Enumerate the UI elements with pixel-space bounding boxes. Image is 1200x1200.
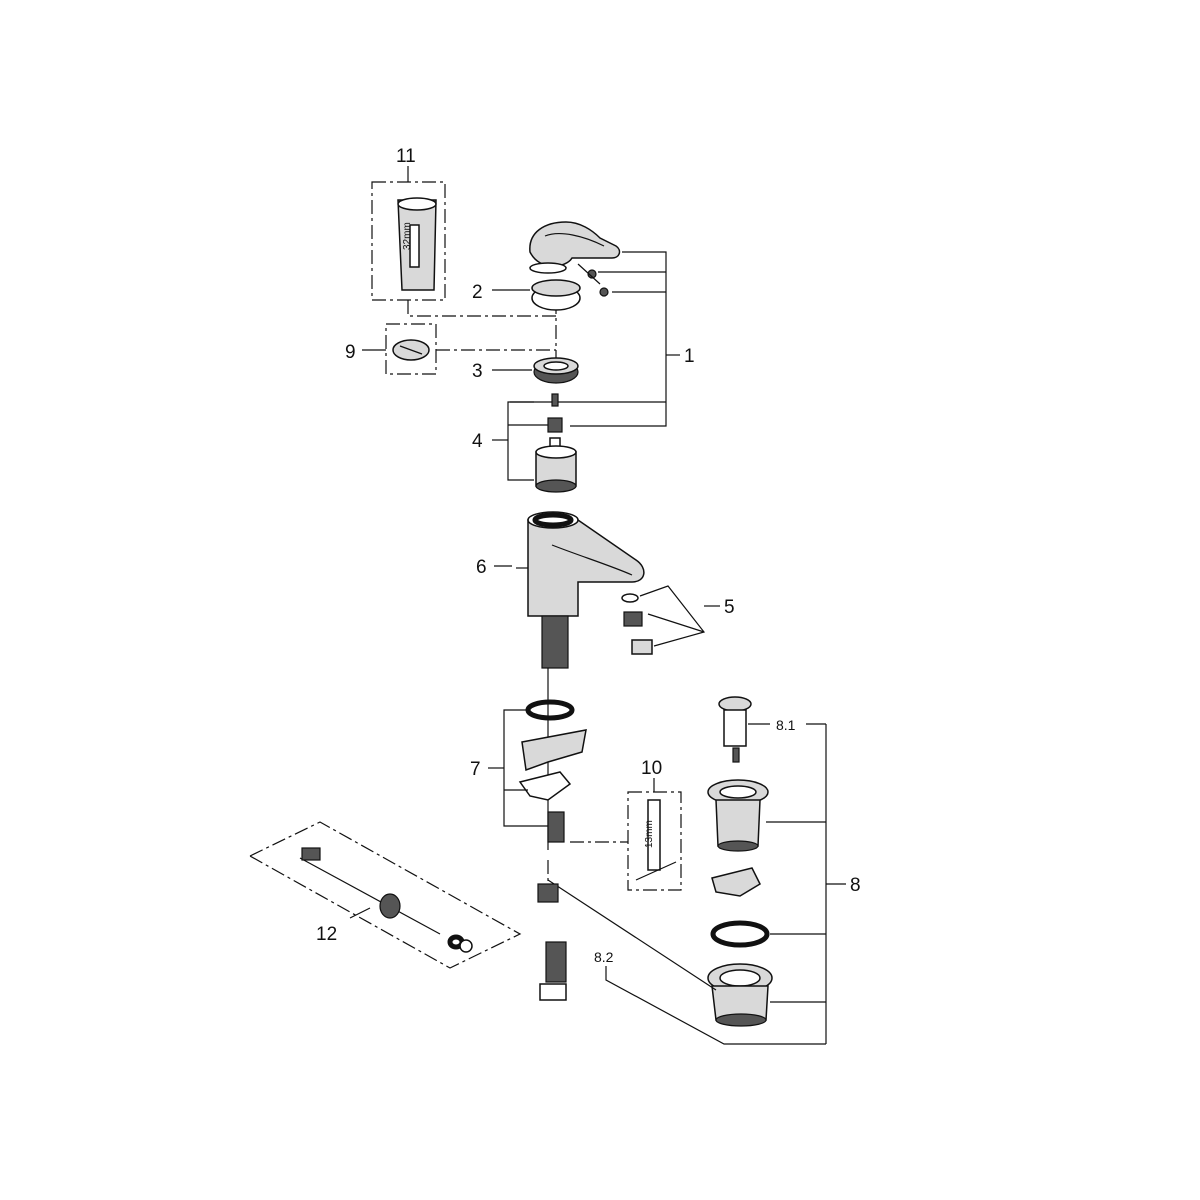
part-11-tool-top [397, 197, 437, 211]
label-11: 11 [396, 146, 416, 167]
part-7-mounting-set: 7 [470, 668, 587, 850]
part-9-cap-detail [399, 345, 423, 355]
part-7-clamp-plate [518, 771, 572, 801]
hose-nuts [539, 983, 567, 1001]
label-5: 5 [724, 597, 735, 618]
part-9-dashed-box [385, 323, 437, 375]
part-1-handle-base [529, 262, 567, 274]
part-9-cap: 9 [345, 323, 437, 375]
label-2: 2 [472, 282, 483, 303]
part-8-body-hole [719, 969, 761, 987]
part-6-body-opening [532, 512, 574, 528]
part-8-1-plug-screw [732, 747, 740, 763]
label-9: 9 [345, 342, 356, 363]
part-5-housing [631, 639, 653, 655]
part-8-washer [711, 867, 761, 897]
part-4-cartridge-base [535, 479, 577, 493]
part-8-body-threads [715, 1013, 767, 1027]
part-4-cartridge-top [535, 445, 577, 459]
part-4-cartridge: 4 [472, 393, 577, 493]
part-8-2-rod [547, 879, 717, 991]
label-6: 6 [476, 557, 487, 578]
hose-pair [545, 941, 567, 983]
part-1-screw-b [599, 287, 609, 297]
part-1-lever-handle: 1 [510, 221, 695, 427]
label-4: 4 [472, 431, 483, 452]
part-3-ring-hole [543, 361, 569, 371]
label-8-2: 8.2 [594, 949, 614, 965]
label-7: 7 [470, 759, 481, 780]
part-3-threaded-ring: 3 [472, 357, 579, 384]
part-7-o-ring [525, 699, 575, 721]
part-4-screw [551, 393, 559, 407]
part-4-adapter [547, 417, 563, 433]
part-12-end-fitting [301, 847, 321, 861]
part-7-nut [547, 811, 565, 843]
part-10-dimension: 13mm [644, 820, 655, 848]
part-1-screw-a [587, 269, 597, 279]
part-8-flange-hole [719, 785, 757, 799]
part-12-nut [459, 939, 473, 953]
part-12-dashed-box [248, 821, 522, 969]
part-4-bracket [507, 401, 534, 481]
part-8-1-plug-body [723, 709, 747, 747]
part-6-supply-hoses [541, 615, 569, 669]
part-6-spout-edge [551, 544, 633, 576]
part-10-wrench-tool: 13mm 10 [570, 758, 682, 891]
part-12-leader [349, 907, 371, 919]
part-8-flange-body [715, 799, 761, 847]
part-12-rod [299, 857, 441, 935]
part-12-extension-set: 12 [248, 821, 522, 969]
part-8-2-leader [605, 966, 826, 1045]
part-8-1-plug-cap [718, 696, 752, 712]
part-1-bracket [570, 251, 667, 427]
supply-hoses-bottom [539, 941, 567, 1001]
part-5-leader-inner [647, 613, 705, 633]
part-5-washer [621, 593, 639, 603]
part-1-handle-body [529, 221, 621, 267]
part-6-faucet-body: 6 [476, 511, 645, 669]
part-8-gasket [710, 920, 770, 948]
part-8-flange-threads [717, 840, 759, 852]
part-11-tool-slot [409, 224, 420, 268]
label-1: 1 [684, 346, 695, 367]
part-5-bracket [639, 585, 706, 647]
part-10-tool-handle [635, 861, 677, 881]
connector-11-to-axis [407, 300, 556, 317]
part-8-pop-up-waste: 8.1 8.2 8 [537, 696, 861, 1045]
part-11-spanner-tool: 32mm 11 [371, 146, 446, 301]
label-8: 8 [850, 875, 861, 896]
part-5-aerator: 5 [621, 585, 735, 655]
label-10: 10 [641, 758, 662, 779]
label-8-1: 8.1 [776, 717, 796, 733]
part-2-cover-ring: 2 [472, 279, 581, 311]
part-1-handle-edge [544, 233, 605, 247]
label-3: 3 [472, 361, 483, 382]
part-7-horseshoe-washer [521, 729, 587, 772]
part-1-screw-axis [577, 263, 601, 285]
part-2-ring-top [531, 279, 581, 297]
part-11-dimension: 32mm [402, 222, 413, 250]
part-10-tool-shaft [647, 799, 661, 871]
part-8-2-clip [537, 883, 559, 903]
label-12: 12 [316, 924, 337, 945]
part-5-insert [623, 611, 643, 627]
part-12-coupling [379, 893, 401, 919]
part-6-body-shell [527, 519, 645, 617]
